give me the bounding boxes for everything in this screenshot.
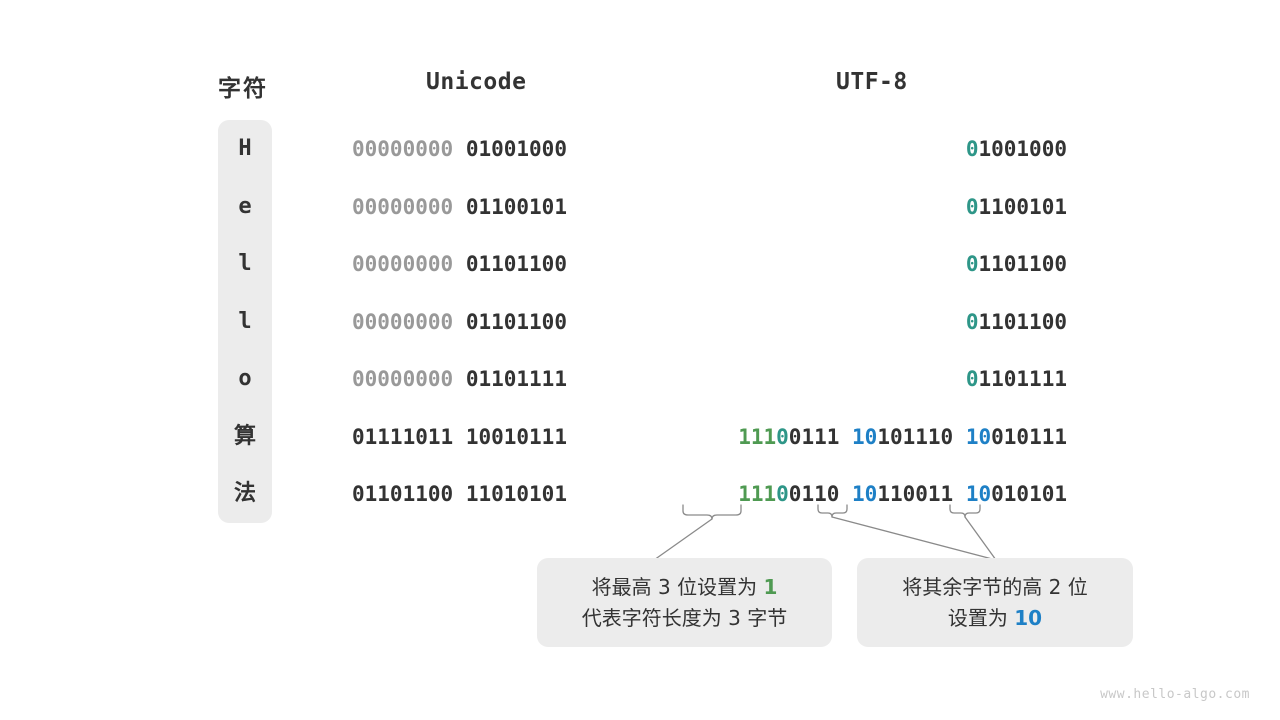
column-header-utf8: UTF-8 — [836, 69, 908, 95]
annotation-left-highlight: 1 — [763, 574, 778, 599]
bit-group: 111 — [738, 482, 777, 506]
brace-leading-bits — [682, 504, 742, 520]
unicode-binary-row: 00000000 01100101 — [352, 195, 567, 219]
bit-group: 01101111 — [465, 367, 567, 391]
bit-group: 00000000 — [352, 252, 454, 276]
bit-group: 01100101 — [465, 194, 567, 219]
bit-group: 0 — [965, 309, 979, 334]
bit-group — [453, 310, 466, 334]
leader-line-right-note-2 — [964, 516, 997, 561]
unicode-binary-row: 01111011 10010111 — [352, 425, 567, 449]
column-header-unicode: Unicode — [426, 69, 527, 95]
bit-group: 0 — [965, 194, 979, 219]
unicode-binary-row: 00000000 01101111 — [352, 367, 567, 391]
annotation-box-continuation-bits: 将其余字节的高 2 位 设置为 10 — [857, 558, 1133, 647]
character-cell: 法 — [233, 481, 256, 506]
bit-group: 101110 — [877, 424, 954, 449]
character-cell: l — [238, 251, 252, 276]
bit-group: 01101100 — [352, 482, 454, 506]
bit-group — [453, 425, 466, 449]
unicode-binary-row: 00000000 01001000 — [352, 137, 567, 161]
bit-group: 0 — [776, 424, 789, 449]
character-cell: l — [238, 308, 252, 334]
bit-group: 010101 — [991, 482, 1067, 506]
watermark: www.hello-algo.com — [1100, 687, 1250, 702]
bit-group: 00000000 — [352, 194, 454, 219]
utf8-binary-row: 01101111 — [966, 367, 1067, 391]
annotation-right-line1: 将其余字节的高 2 位 — [902, 574, 1088, 599]
unicode-binary-row: 00000000 01101100 — [352, 252, 567, 276]
character-cell: o — [238, 366, 252, 391]
bit-group: 10 — [965, 424, 992, 449]
bit-group: 01101100 — [465, 252, 567, 276]
bit-group: 1101111 — [978, 367, 1067, 391]
bit-group: 00000000 — [352, 367, 454, 391]
bit-group — [453, 137, 466, 161]
bit-group — [453, 367, 466, 391]
utf8-binary-row: 01001000 — [966, 137, 1067, 161]
utf8-binary-row: 11100110 10110011 10010101 — [738, 482, 1067, 506]
bit-group: 0 — [965, 137, 979, 161]
bit-group: 10 — [965, 482, 992, 506]
brace-continuation-bits-1 — [817, 504, 848, 518]
bit-group — [839, 425, 852, 449]
bit-group: 1001000 — [978, 137, 1067, 161]
bit-group: 01001000 — [465, 137, 567, 161]
annotation-box-leading-bits: 将最高 3 位设置为 1 代表字符长度为 3 字节 — [537, 558, 832, 647]
bit-group: 00000000 — [352, 137, 454, 161]
bit-group: 10 — [852, 424, 878, 449]
character-cell: H — [238, 136, 252, 161]
bit-group: 0 — [965, 252, 979, 276]
annotation-left-line2: 代表字符长度为 3 字节 — [581, 605, 788, 630]
utf8-binary-row: 11100111 10101110 10010111 — [738, 425, 1067, 449]
bit-group: 1101100 — [978, 309, 1067, 334]
annotation-right-line2: 设置为 10 — [948, 603, 1042, 634]
annotation-left-line1-text: 将最高 3 位设置为 — [591, 574, 764, 599]
annotation-right-highlight: 10 — [1014, 605, 1043, 630]
bit-group — [839, 482, 852, 506]
utf8-binary-row: 01101100 — [966, 310, 1067, 334]
annotation-left-line1: 将最高 3 位设置为 1 — [592, 572, 778, 603]
bit-group — [953, 482, 966, 506]
utf8-binary-row: 01100101 — [966, 195, 1067, 219]
bit-group: 1101100 — [978, 252, 1067, 276]
bit-group: 0110 — [788, 482, 840, 506]
bit-group: 0 — [965, 367, 979, 391]
bit-group — [453, 252, 466, 276]
character-cell: e — [238, 193, 252, 219]
annotation-right-line2-text: 设置为 — [947, 605, 1015, 630]
bit-group: 1100101 — [978, 194, 1067, 219]
bit-group: 110011 — [877, 482, 954, 506]
leader-line-left-note — [653, 518, 713, 561]
utf8-binary-row: 01101100 — [966, 252, 1067, 276]
bit-group — [453, 482, 466, 506]
bit-group — [953, 425, 966, 449]
bit-group: 010111 — [991, 424, 1067, 449]
brace-continuation-bits-2 — [949, 504, 981, 518]
bit-group: 01101100 — [465, 309, 567, 334]
bit-group: 0 — [776, 482, 789, 506]
bit-group: 10 — [852, 482, 878, 506]
bit-group: 0111 — [788, 424, 840, 449]
leader-line-right-note-1 — [831, 516, 997, 561]
bit-group: 11010101 — [465, 482, 567, 506]
column-header-character: 字符 — [218, 76, 268, 102]
bit-group — [453, 195, 466, 219]
bit-group: 10010111 — [465, 424, 567, 449]
unicode-binary-row: 00000000 01101100 — [352, 310, 567, 334]
bit-group: 00000000 — [352, 309, 454, 334]
unicode-binary-row: 01101100 11010101 — [352, 482, 567, 506]
bit-group: 01111011 — [352, 424, 454, 449]
character-cell: 算 — [233, 423, 256, 449]
bit-group: 111 — [738, 424, 777, 449]
